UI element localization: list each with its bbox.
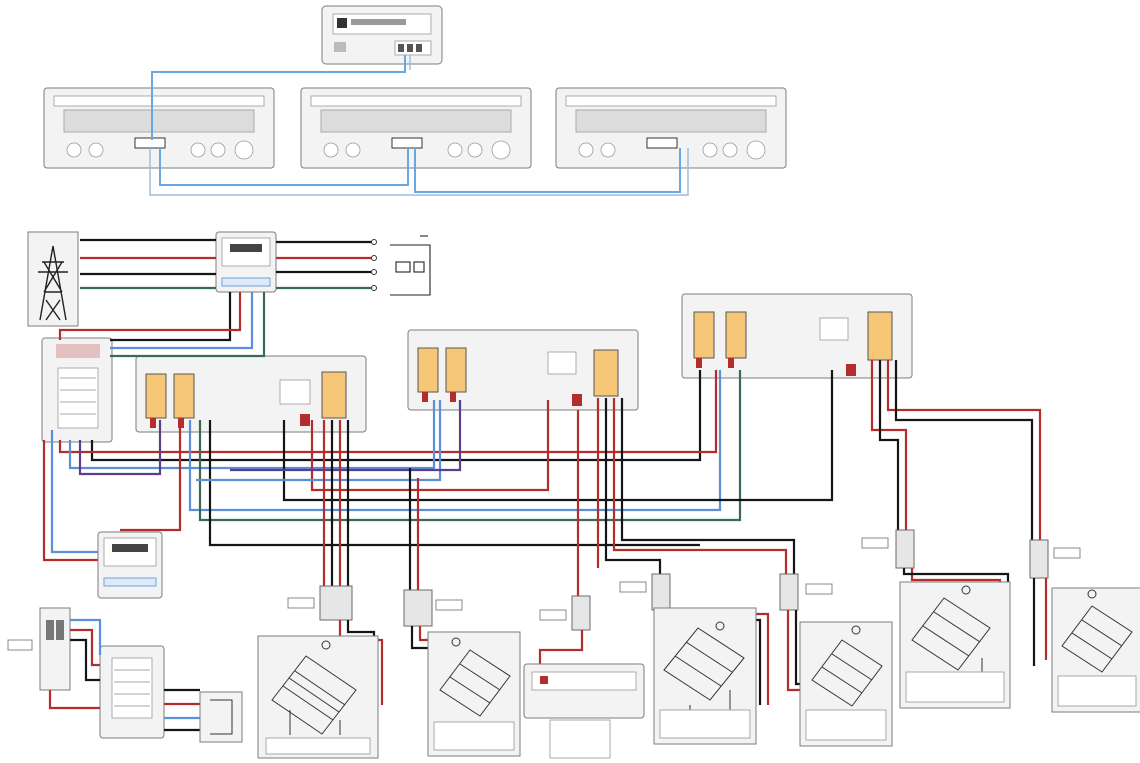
pv-array-4 xyxy=(799,621,893,747)
inverter-1 xyxy=(135,355,367,433)
solar-panel-icon xyxy=(1061,605,1133,673)
grid-connection xyxy=(27,231,79,327)
pv-array-1 xyxy=(257,635,379,759)
pv-array-6 xyxy=(1051,587,1140,713)
pv-array-3 xyxy=(653,607,757,745)
sun-icon xyxy=(321,640,331,650)
pv-array-2 xyxy=(427,631,521,757)
inverter-3 xyxy=(681,293,913,379)
sun-icon xyxy=(715,621,725,631)
battery-unit xyxy=(523,663,645,759)
communication-section xyxy=(43,5,787,196)
inverter-panel-3 xyxy=(555,87,787,169)
bus-wiring xyxy=(42,292,834,562)
pv-strings xyxy=(322,360,1042,596)
pv-array-5 xyxy=(899,581,1011,709)
monitor-device xyxy=(321,5,443,65)
inverter-2 xyxy=(407,329,639,411)
solar-panel-icon xyxy=(271,655,357,735)
sun-icon xyxy=(1087,589,1097,599)
sun-icon xyxy=(851,625,861,635)
solar-panel-icon xyxy=(663,627,745,722)
inverter-panel-1 xyxy=(43,87,275,169)
ct-meter-bottom xyxy=(97,531,163,599)
solar-panel-icon xyxy=(439,649,511,717)
load-icon xyxy=(390,235,431,296)
grid-lines xyxy=(80,238,377,291)
sun-icon xyxy=(451,637,461,647)
ct-meter-top xyxy=(215,231,277,293)
comm-cables xyxy=(149,55,689,196)
combiner-icon xyxy=(287,529,1081,631)
solar-panel-icon xyxy=(811,639,883,707)
distribution-box-top xyxy=(41,337,113,443)
breaker-panel-bottom xyxy=(7,607,243,743)
grid-tower-icon xyxy=(38,245,68,321)
sun-icon xyxy=(961,585,971,595)
inverter-panel-2 xyxy=(300,87,532,169)
